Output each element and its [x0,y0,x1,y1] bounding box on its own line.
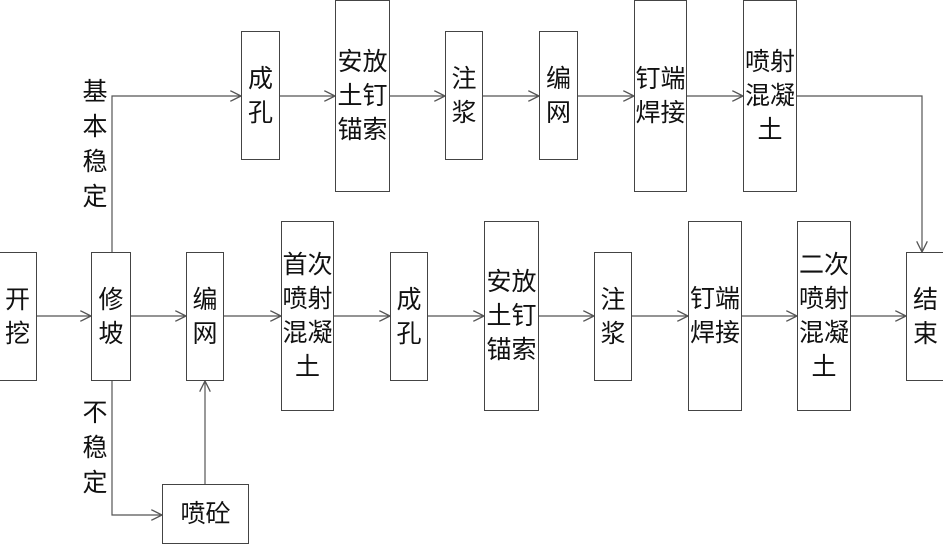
label-unstable: 不 稳 定 [80,395,110,500]
node-weld-lower: 钉端 焊接 [688,221,742,411]
node-hole-upper: 成 孔 [241,31,280,160]
node-install-upper: 安放 土钉 锚索 [335,0,390,192]
node-spray-upper: 喷射 混凝 土 [743,0,797,192]
label-basically-stable: 基 本 稳 定 [80,74,110,214]
node-weld-upper: 钉端 焊接 [634,0,687,192]
edge-trim-upper-branch [111,96,241,252]
node-first-spray: 首次 喷射 混凝 土 [281,221,334,411]
node-grout-lower: 注 浆 [594,252,632,381]
node-install-lower: 安放 土钉 锚索 [484,221,539,411]
node-start: 开 挖 [0,252,37,381]
node-mesh-upper: 编 网 [539,31,578,160]
node-mesh-lower: 编 网 [186,252,224,381]
node-spray-plug: 喷砼 [162,484,249,544]
node-grout-upper: 注 浆 [445,31,483,160]
edge-trim-sprayplug [111,381,162,515]
node-trim-slope: 修 坡 [91,252,131,381]
edge-uspray-end [797,95,922,252]
node-end: 结 束 [906,252,943,381]
node-second-spray: 二次 喷射 混凝 土 [797,221,851,411]
node-hole-lower: 成 孔 [390,252,428,381]
